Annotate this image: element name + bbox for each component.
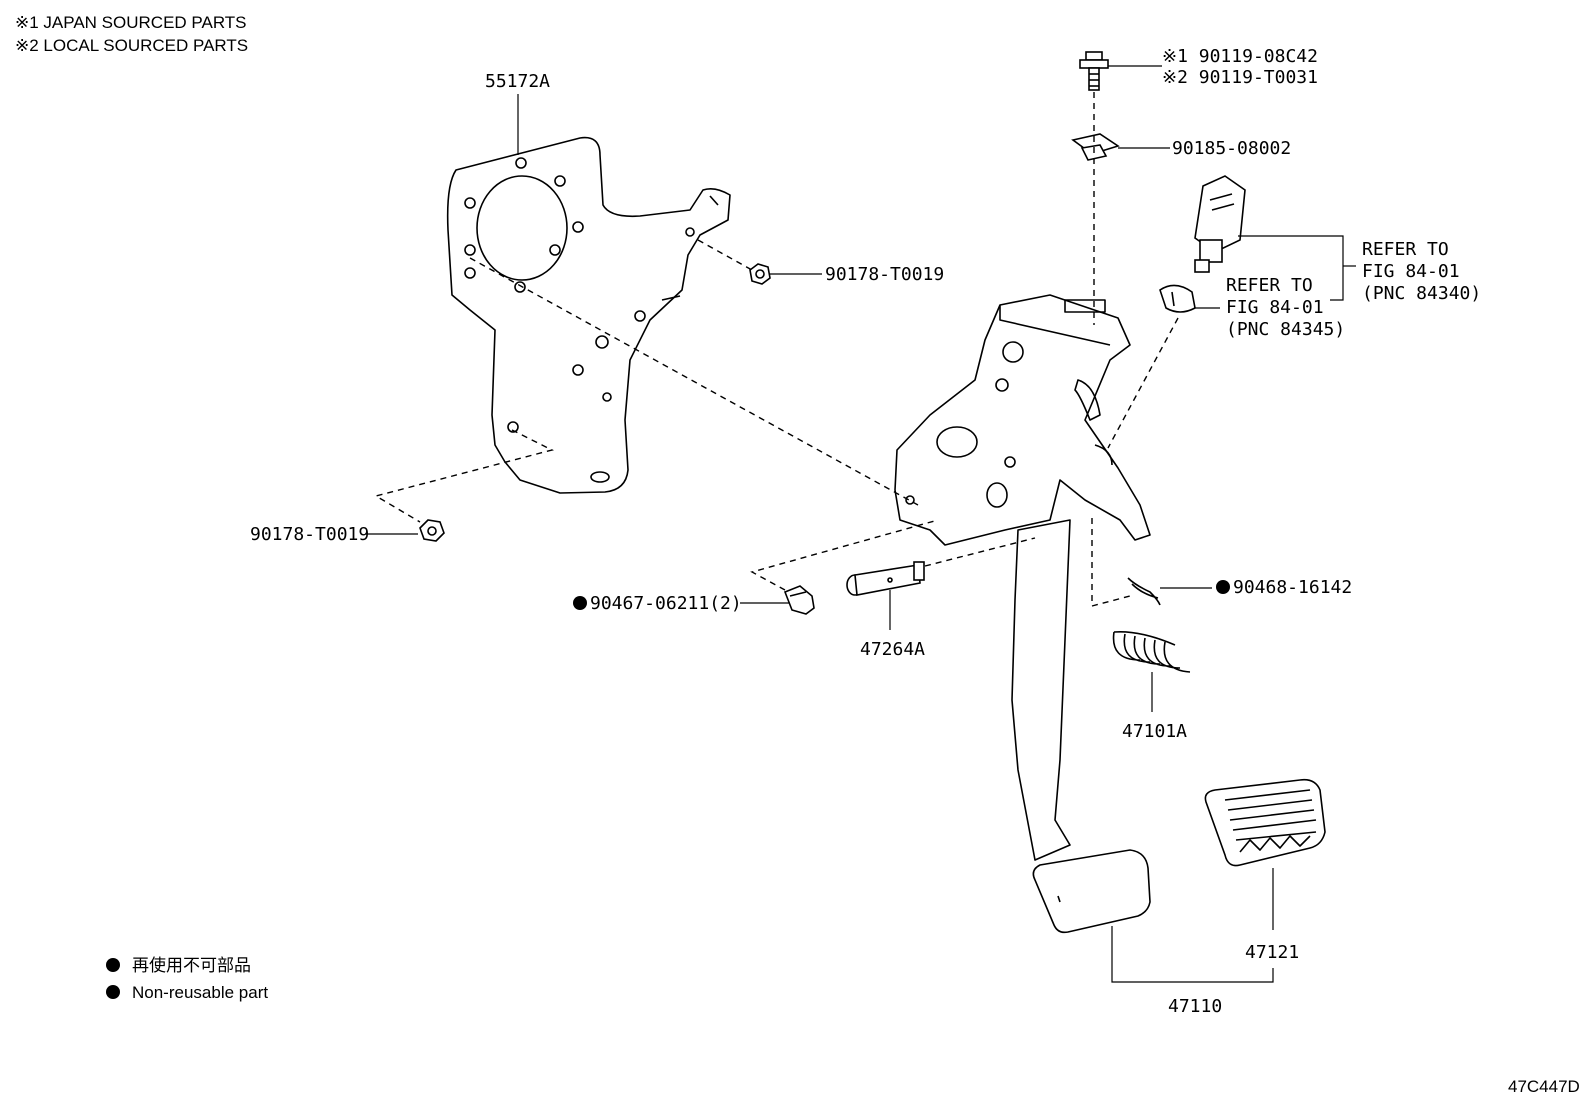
pin-part[interactable] — [846, 561, 925, 596]
dashed-cushion-line — [1107, 317, 1179, 449]
nut-left-part[interactable] — [419, 519, 445, 542]
label-bushing: 90467-06211(2) — [590, 593, 742, 614]
label-spring: 47101A — [1122, 721, 1187, 742]
label-refer-switch-1: REFER TO — [1362, 239, 1449, 260]
label-refer-switch-3: (PNC 84340) — [1362, 283, 1481, 304]
non-reusable-dot-bushing — [573, 596, 587, 610]
pedal-pad-part[interactable] — [1204, 778, 1326, 867]
brake-pedal-part[interactable] — [1011, 519, 1151, 934]
dashed-pin — [924, 537, 1036, 567]
note-japan-sourced: ※1 JAPAN SOURCED PARTS — [15, 13, 247, 32]
leader-switch — [1238, 235, 1344, 301]
label-bracket: 55172A — [485, 71, 550, 92]
stop-lamp-switch-part[interactable] — [1194, 175, 1246, 273]
clip-nut-part[interactable] — [1071, 133, 1120, 161]
label-nut-left: 90178-T0019 — [250, 524, 369, 545]
nut-top-part[interactable] — [749, 263, 771, 285]
label-refer-cushion-1: REFER TO — [1226, 275, 1313, 296]
leader-pedal — [1111, 926, 1274, 983]
dashed-nut-top — [697, 239, 753, 271]
label-pedal: 47110 — [1168, 996, 1222, 1017]
dashed-nut-left — [374, 429, 554, 523]
label-clip: 90468-16142 — [1233, 577, 1352, 598]
dashed-bracket-to-pedal — [469, 257, 919, 506]
note-local-sourced: ※2 LOCAL SOURCED PARTS — [15, 36, 248, 55]
non-reusable-dot-clip — [1216, 580, 1230, 594]
label-bolt-japan: ※1 90119-08C42 — [1162, 46, 1318, 67]
legend-dot-2 — [106, 985, 120, 999]
label-nut-top: 90178-T0019 — [825, 264, 944, 285]
pedal-support-part[interactable] — [894, 294, 1151, 546]
label-pad: 47121 — [1245, 942, 1299, 963]
legend-dot-1 — [106, 958, 120, 972]
legend-english: Non-reusable part — [132, 983, 268, 1002]
label-bolt-local: ※2 90119-T0031 — [1162, 67, 1318, 88]
label-refer-cushion-2: FIG 84-01 — [1226, 297, 1324, 318]
label-refer-switch-2: FIG 84-01 — [1362, 261, 1460, 282]
dashed-clip — [1091, 518, 1131, 607]
label-clip-nut: 90185-08002 — [1172, 138, 1291, 159]
label-pin: 47264A — [860, 639, 925, 660]
bushing-part[interactable] — [783, 585, 815, 615]
bolt-top-part[interactable] — [1079, 51, 1109, 91]
label-refer-cushion-3: (PNC 84345) — [1226, 319, 1345, 340]
dashed-bushing — [750, 519, 939, 591]
cushion-part[interactable] — [1159, 284, 1196, 313]
spring-part[interactable] — [1112, 630, 1191, 673]
pedal-bracket-part[interactable] — [446, 136, 731, 494]
figure-code: 47C447D — [1508, 1077, 1580, 1096]
clip-part[interactable] — [1127, 577, 1161, 606]
legend-japanese: 再使用不可部品 — [132, 955, 251, 975]
